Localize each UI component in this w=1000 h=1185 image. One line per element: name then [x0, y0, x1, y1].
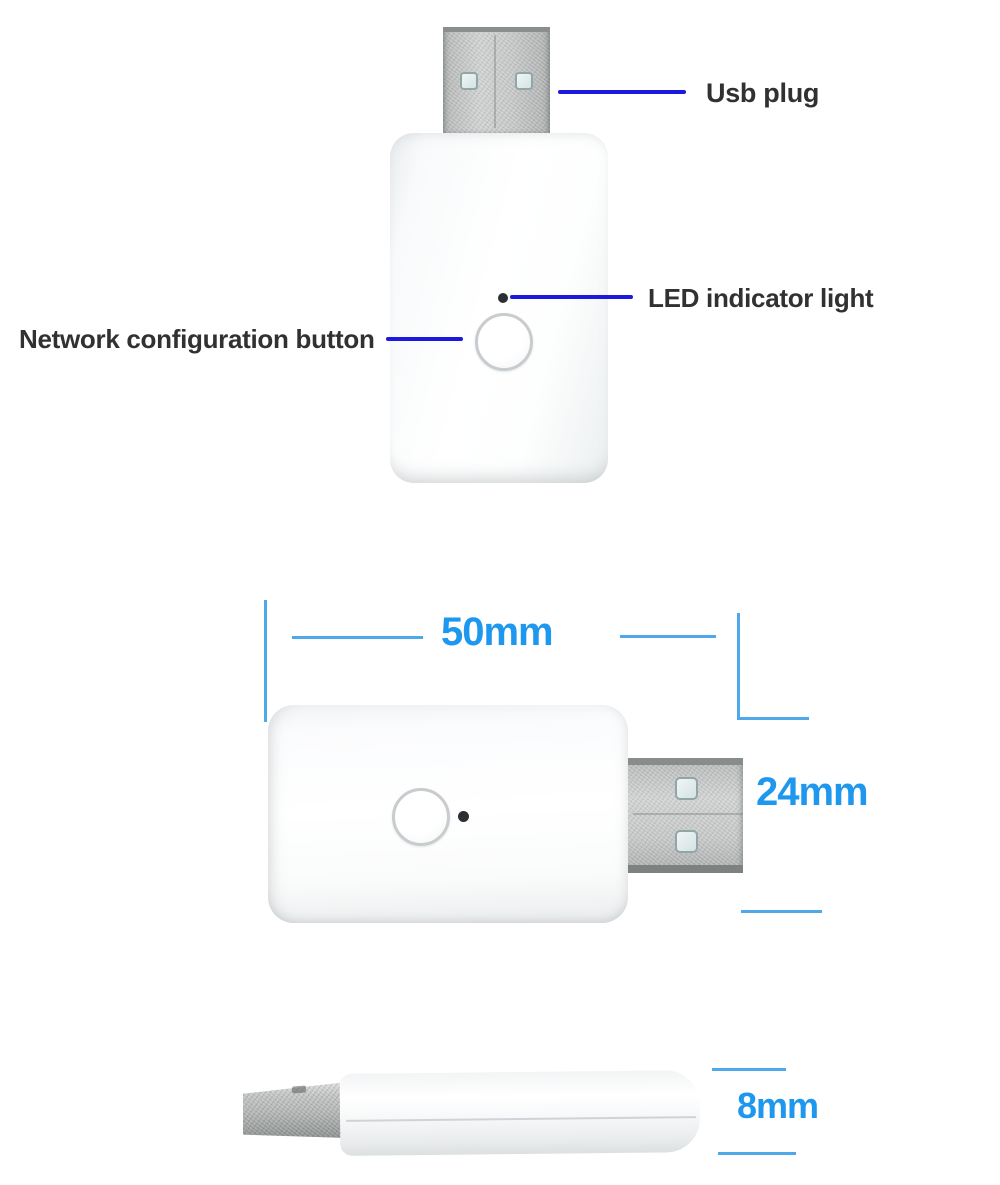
pointer-line-usb-plug	[558, 90, 686, 94]
usb-connector-slot	[292, 1085, 306, 1094]
device-body-side	[339, 1070, 701, 1156]
usb-contact	[515, 72, 533, 90]
width-dimension-label: 50mm	[441, 610, 554, 654]
led-indicator-label: LED indicator light	[648, 283, 874, 313]
dimension-line	[292, 636, 423, 639]
dimension-line	[264, 600, 267, 722]
dimension-line	[737, 717, 809, 720]
dimension-line	[718, 1152, 796, 1155]
dimension-line	[741, 910, 822, 913]
dimension-line	[712, 1068, 786, 1071]
height-dimension-label: 24mm	[756, 770, 869, 814]
usb-contact	[675, 777, 698, 800]
led-indicator-dot	[458, 811, 469, 822]
usb-connector-seam	[633, 813, 743, 815]
network-config-button-label: Network configuration button	[19, 324, 375, 354]
usb-connector-seam	[494, 35, 496, 128]
config-button	[392, 788, 450, 846]
usb-plug-connector-horizontal	[628, 758, 743, 873]
dimension-line	[737, 613, 740, 720]
usb-contact	[675, 830, 698, 853]
usb-contact	[460, 72, 478, 90]
dimension-line	[620, 635, 716, 638]
led-indicator-dot	[498, 293, 508, 303]
thickness-dimension-label: 8mm	[737, 1085, 819, 1126]
usb-plug-label: Usb plug	[706, 78, 820, 108]
device-body-front	[390, 133, 608, 483]
pointer-line-config-button	[386, 337, 463, 341]
usb-plug-connector-front	[443, 27, 550, 133]
body-seam	[346, 1116, 697, 1122]
pointer-line-led	[510, 295, 633, 299]
config-button	[475, 313, 533, 371]
